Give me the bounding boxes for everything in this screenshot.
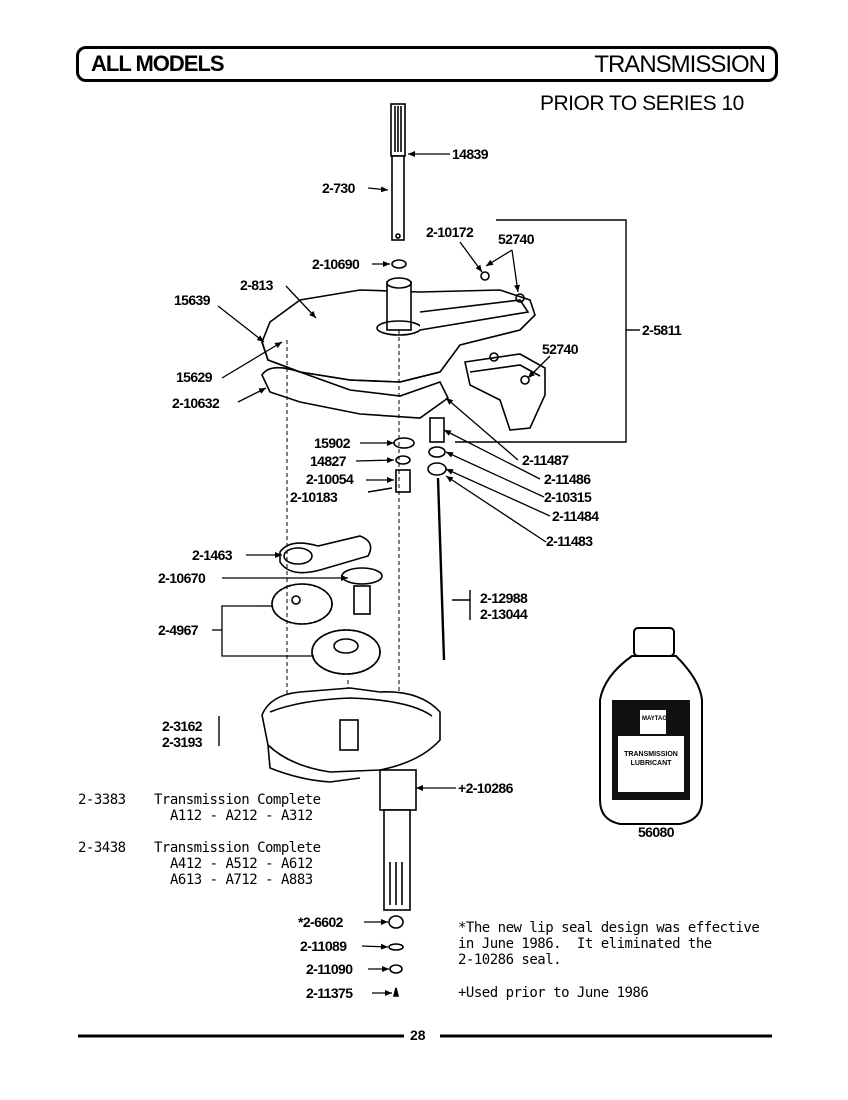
callout-2-10054: 2-10054	[306, 471, 354, 487]
callout-52740-top: 52740	[498, 231, 535, 247]
callout-15629: 15629	[176, 369, 213, 385]
callout-2-10690: 2-10690	[312, 256, 360, 272]
callout-2-730: 2-730	[322, 180, 355, 196]
assembly-description: Transmission Complete	[154, 792, 321, 808]
callout-2-10632: 2-10632	[172, 395, 220, 411]
callout-2-3193: 2-3193	[162, 734, 203, 750]
assembly-part-number: 2-3438	[78, 840, 126, 856]
note-line: in June 1986. It eliminated the	[458, 936, 712, 952]
note-line: *The new lip seal design was effective	[458, 920, 760, 936]
callout-2-10670: 2-10670	[158, 570, 206, 586]
header-right-title: TRANSMISSION	[594, 51, 766, 78]
callout-2-10183: 2-10183	[290, 489, 338, 505]
page-subtitle: PRIOR TO SERIES 10	[540, 92, 744, 115]
callout-52740-bottom: 52740	[542, 341, 579, 357]
callout-14827: 14827	[310, 453, 347, 469]
assembly-models: A412 - A512 - A612	[170, 856, 313, 872]
callout-2-1463: 2-1463	[192, 547, 233, 563]
callout-2-11486: 2-11486	[544, 471, 591, 487]
callout-2-4967: 2-4967	[158, 622, 199, 638]
callout-2-11487: 2-11487	[522, 452, 569, 468]
bottle-product: TRANSMISSION LUBRICANT	[624, 751, 678, 767]
callout-56080: 56080	[638, 824, 675, 840]
assembly-models: A112 - A212 - A312	[170, 808, 313, 824]
callout-2-12988: 2-12988	[480, 590, 528, 606]
shaft-part	[390, 103, 406, 241]
callout-2-10286: +2-10286	[458, 780, 513, 796]
gasket-part	[261, 366, 450, 419]
callout-15902: 15902	[314, 435, 351, 451]
callout-2-13044: 2-13044	[480, 606, 528, 622]
header-left-title: ALL MODELS	[91, 51, 225, 76]
note-line: +Used prior to June 1986	[458, 985, 649, 1001]
washer-part	[391, 259, 407, 269]
callout-2-5811: 2-5811	[642, 322, 682, 338]
lubricant-bottle	[599, 627, 703, 825]
assembly-description: Transmission Complete	[154, 840, 321, 856]
callout-2-11375: 2-11375	[306, 985, 353, 1001]
callout-2-10172: 2-10172	[426, 224, 474, 240]
bottle-brand: MAYTAG	[642, 716, 668, 722]
callout-2-3162: 2-3162	[162, 718, 203, 734]
assembly-part-number: 2-3383	[78, 792, 126, 808]
callout-2-6602: *2-6602	[298, 914, 343, 930]
header-frame: ALL MODELS TRANSMISSION	[76, 46, 778, 82]
callout-2-10315: 2-10315	[544, 489, 592, 505]
crank-part	[279, 535, 372, 574]
page-number: 28	[410, 1027, 426, 1043]
callout-2-11483: 2-11483	[546, 533, 593, 549]
callout-15639: 15639	[174, 292, 211, 308]
callout-2-11090: 2-11090	[306, 961, 353, 977]
callout-2-813: 2-813	[240, 277, 273, 293]
callout-2-11089: 2-11089	[300, 938, 347, 954]
callout-14839: 14839	[452, 146, 489, 162]
callout-2-11484: 2-11484	[552, 508, 599, 524]
assembly-models: A613 - A712 - A883	[170, 872, 313, 888]
note-line: 2-10286 seal.	[458, 952, 562, 968]
